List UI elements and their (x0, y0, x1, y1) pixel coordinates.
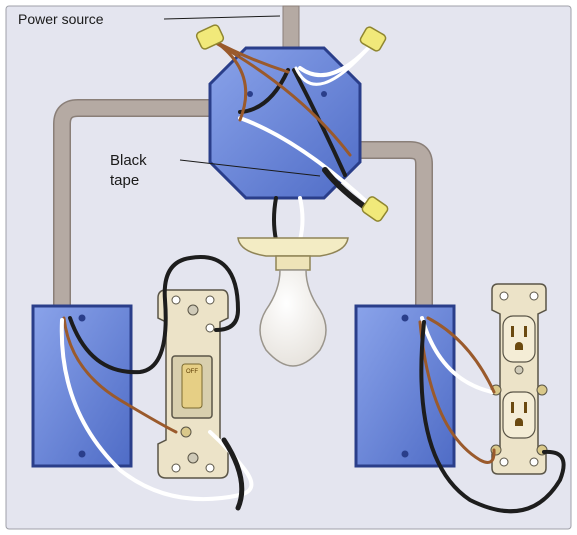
power-source-leader (163, 15, 281, 20)
wire-nut (195, 24, 225, 50)
outlet-wires (418, 316, 566, 514)
switch-wires (59, 255, 254, 511)
black-tape-label-line1: Black (110, 152, 147, 169)
junction-box (208, 46, 362, 200)
duplex-receptacle (490, 283, 548, 475)
wire-nut (361, 196, 389, 222)
junction-box-screw (247, 91, 253, 97)
outlet-box (354, 304, 456, 468)
power-source-label: Power source (18, 11, 104, 27)
single-pole-switch: OFF (157, 289, 229, 479)
switch-box (31, 304, 133, 468)
black-tape-leader (179, 159, 321, 177)
switch-toggle (181, 363, 203, 409)
light-fixture (237, 237, 349, 271)
wire-nut (359, 26, 387, 52)
light-bulb (259, 269, 327, 367)
switch-off-label: OFF (186, 369, 198, 375)
black-tape-label-line2: tape (110, 172, 139, 189)
junction-wires (208, 36, 375, 242)
